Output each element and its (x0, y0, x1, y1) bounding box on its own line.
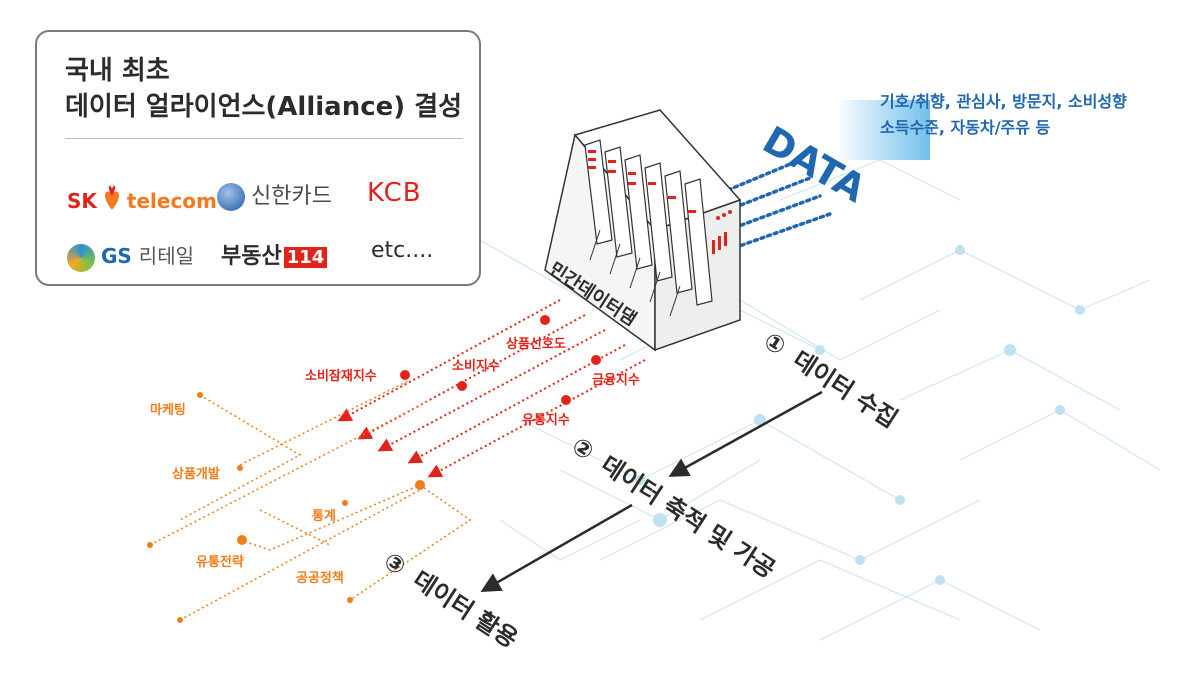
use-label: 마케팅 (150, 402, 186, 418)
step-3: ③ 데이터 활용 (379, 547, 523, 654)
sk-telecom-logo: SK telecom (67, 182, 217, 213)
sk-butterfly-icon (104, 185, 119, 210)
index-arrows (337, 299, 646, 478)
index-label: 소비지수 (452, 359, 500, 374)
index-label: 유통지수 (522, 413, 570, 428)
sk-logo-prefix: SK (67, 189, 97, 213)
shinhan-logo-text: 신한카드 (251, 184, 332, 209)
etc-label: etc.... (371, 238, 434, 263)
step-3-number: ③ (379, 547, 411, 582)
data-info-line2: 소득수준, 자동차/주유 등 (880, 118, 1051, 137)
svg-text:① 데이터 수집: ① 데이터 수집 (759, 327, 903, 434)
gs-retail-logo: GS 리테일 (67, 240, 194, 272)
svg-text:③ 데이터 활용: ③ 데이터 활용 (379, 547, 523, 654)
gs-emblem-icon (67, 243, 95, 272)
step-2-number: ② (567, 432, 599, 467)
budongsan-logo-text: 부동산 (221, 244, 282, 269)
use-label: 통계 (312, 509, 336, 524)
gs-logo-prefix: GS (101, 244, 132, 268)
step-1-number: ① (759, 327, 791, 362)
step-2-label: 데이터 축적 및 가공 (596, 450, 780, 583)
use-label: 상품개발 (172, 466, 220, 482)
data-glow (840, 100, 930, 160)
gs-logo-suffix: 리테일 (138, 244, 194, 268)
index-label: 금융지수 (592, 372, 640, 388)
use-nodes (147, 392, 425, 623)
data-info-line1: 기호/취향, 관심사, 방문지, 소비성향 (880, 92, 1127, 111)
step-1: ① 데이터 수집 (759, 327, 903, 434)
step-1-label: 데이터 수집 (788, 345, 903, 433)
shinhan-emblem-icon (217, 183, 245, 211)
arrow-accumulate-to-use (480, 503, 633, 592)
alliance-title-line1: 국내 최초 (65, 56, 170, 86)
divider (65, 138, 463, 139)
shinhan-card-logo: 신한카드 (217, 178, 332, 211)
sk-logo-suffix: telecom (126, 189, 217, 213)
index-label: 소비잠재지수 (305, 368, 377, 384)
data-streams (726, 158, 832, 252)
use-label: 공공정책 (296, 570, 344, 586)
budongsan-logo-number: 114 (283, 247, 328, 268)
alliance-title-line2: 데이터 얼라이언스(Alliance) 결성 (65, 92, 463, 122)
step-2: ② 데이터 축적 및 가공 (567, 432, 781, 584)
arrow-collect-to-accumulate (668, 390, 823, 477)
svg-text:② 데이터 축적 및 가공: ② 데이터 축적 및 가공 (567, 432, 781, 584)
index-dots (400, 315, 601, 405)
use-label: 유통전략 (196, 554, 244, 570)
alliance-box: 국내 최초 데이터 얼라이언스(Alliance) 결성 SK telecom 신… (35, 30, 481, 286)
kcb-logo: KCB (367, 178, 422, 208)
data-dam-server (544, 109, 742, 352)
index-label: 상품선호도 (506, 336, 566, 352)
